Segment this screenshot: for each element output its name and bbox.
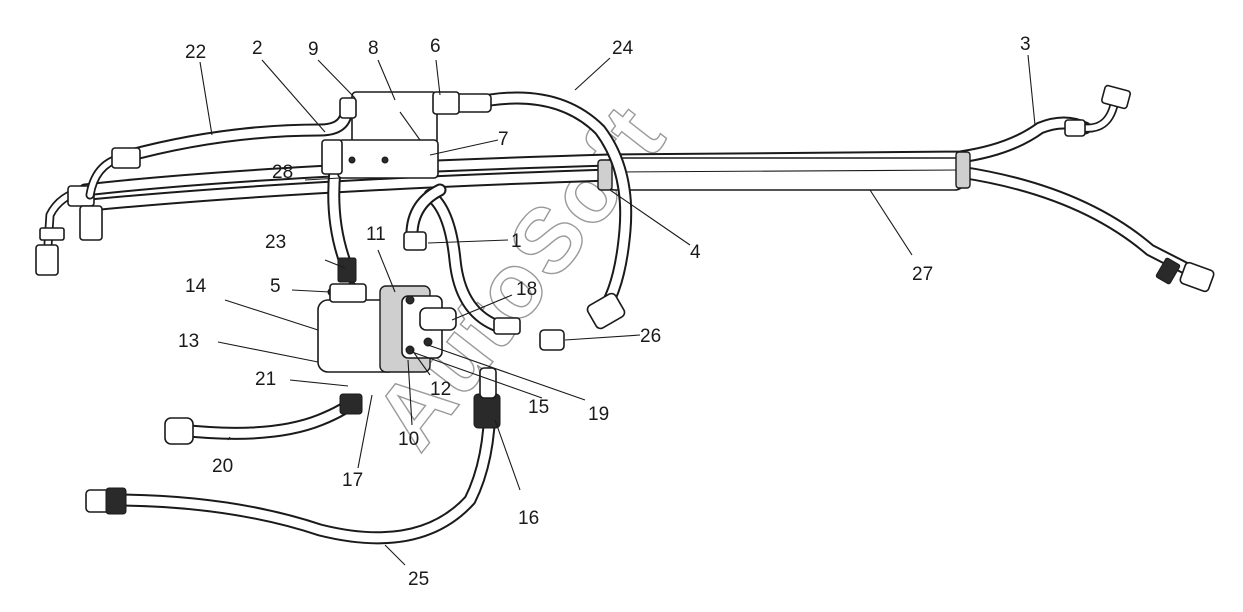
callout-19: 19 (588, 404, 609, 425)
hose-18 (423, 188, 502, 332)
callout-23: 23 (265, 232, 286, 253)
callout-28: 28 (272, 162, 293, 183)
callout-16: 16 (518, 508, 539, 529)
fitting-left-lower (67, 185, 103, 241)
callout-12: 12 (430, 379, 451, 400)
callout-1: 1 (511, 231, 522, 252)
leader-lines (199, 54, 1036, 566)
protective-sleeve (604, 157, 966, 191)
callout-26: 26 (640, 326, 661, 347)
callout-15: 15 (528, 397, 549, 418)
callout-6: 6 (430, 36, 441, 57)
callout-11: 11 (366, 224, 386, 245)
callout-2: 2 (252, 38, 263, 59)
connector-16 (473, 367, 501, 429)
valve-fitting-9 (339, 97, 357, 119)
callout-8: 8 (368, 38, 379, 59)
callout-17: 17 (342, 470, 363, 491)
callout-labels: 22 2 9 8 6 24 3 7 28 11 1 4 27 23 5 14 1… (178, 34, 1031, 590)
hose-25 (85, 393, 497, 545)
callout-14: 14 (185, 276, 207, 297)
fitting-3-right (1064, 84, 1132, 137)
clamp-right (955, 151, 971, 189)
callout-25: 25 (408, 569, 429, 590)
callout-22: 22 (185, 42, 206, 63)
callout-9: 9 (308, 39, 319, 60)
callout-20: 20 (212, 456, 233, 477)
hose-24 (454, 91, 633, 322)
callout-4: 4 (690, 242, 701, 263)
fitting-27-right (1155, 257, 1215, 293)
hose-22 (85, 111, 352, 200)
callout-13: 13 (178, 331, 199, 352)
valve-fitting-2 (321, 139, 343, 175)
clamp-left (597, 159, 613, 191)
fitting-26 (493, 292, 626, 351)
callout-10: 10 (398, 429, 419, 450)
callout-24: 24 (612, 38, 634, 59)
hose-23 (327, 163, 357, 283)
pump-outlet-18 (419, 307, 457, 331)
callout-21: 21 (255, 369, 276, 390)
callout-18: 18 (516, 279, 537, 300)
pump-assembly (317, 281, 457, 373)
callout-7: 7 (498, 129, 509, 150)
hose-20 (164, 393, 363, 445)
hose-1 (403, 183, 447, 251)
callout-3: 3 (1020, 34, 1031, 55)
callout-5: 5 (270, 276, 281, 297)
valve-fitting-6 (432, 91, 460, 115)
callout-27: 27 (912, 264, 933, 285)
valve-block (321, 91, 460, 179)
